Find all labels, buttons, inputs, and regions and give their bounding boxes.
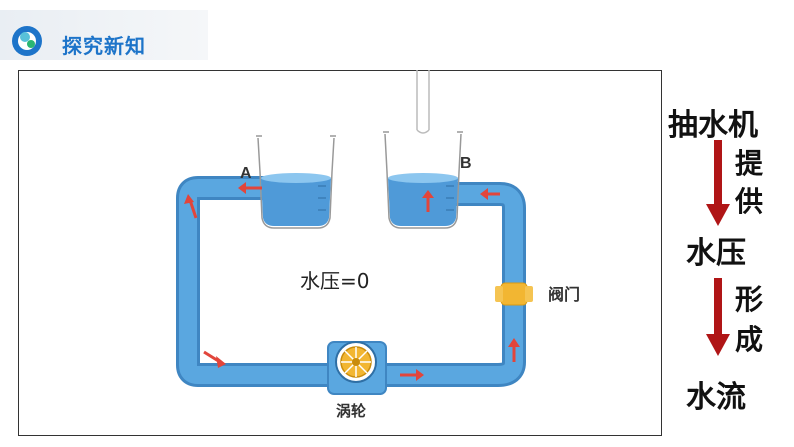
valve-label: 阀门 — [548, 285, 580, 304]
flow-arrow-head — [508, 338, 520, 347]
provide-char-1: 提 — [735, 147, 764, 180]
beaker-b — [383, 131, 463, 229]
provide-char-2: 供 — [735, 185, 764, 218]
flow-arrow-head — [184, 194, 194, 204]
logo-icon — [12, 26, 42, 56]
flow-arrow-head — [216, 356, 226, 368]
pump-text: 抽水机 — [668, 108, 758, 143]
flow-arrow — [188, 199, 198, 219]
pressure-label: 水压=0 — [300, 269, 369, 293]
turbine-label: 涡轮 — [336, 402, 366, 420]
form-char-1: 形 — [735, 283, 764, 316]
flow-arrow-head — [422, 190, 434, 198]
down-arrow-icon — [706, 140, 730, 226]
water-flow-text: 水流 — [686, 380, 746, 415]
flow-arrow-head — [238, 182, 246, 194]
section-header: 探究新知 — [0, 10, 208, 60]
form-char-2: 成 — [735, 323, 764, 356]
label-b: B — [460, 155, 472, 172]
beaker-a — [256, 135, 336, 229]
down-arrow-icon — [706, 278, 730, 356]
water-pressure-text: 水压 — [686, 236, 746, 271]
flow-arrow-head — [416, 369, 424, 381]
water-circuit-diagram: A B 水压=0 阀门 涡轮 — [176, 70, 580, 420]
top-tube — [416, 70, 430, 134]
turbine-icon — [327, 341, 387, 395]
valve-icon — [495, 282, 533, 306]
flow-arrow-head — [480, 188, 488, 200]
page-title: 探究新知 — [62, 34, 146, 58]
label-a: A — [240, 165, 252, 182]
